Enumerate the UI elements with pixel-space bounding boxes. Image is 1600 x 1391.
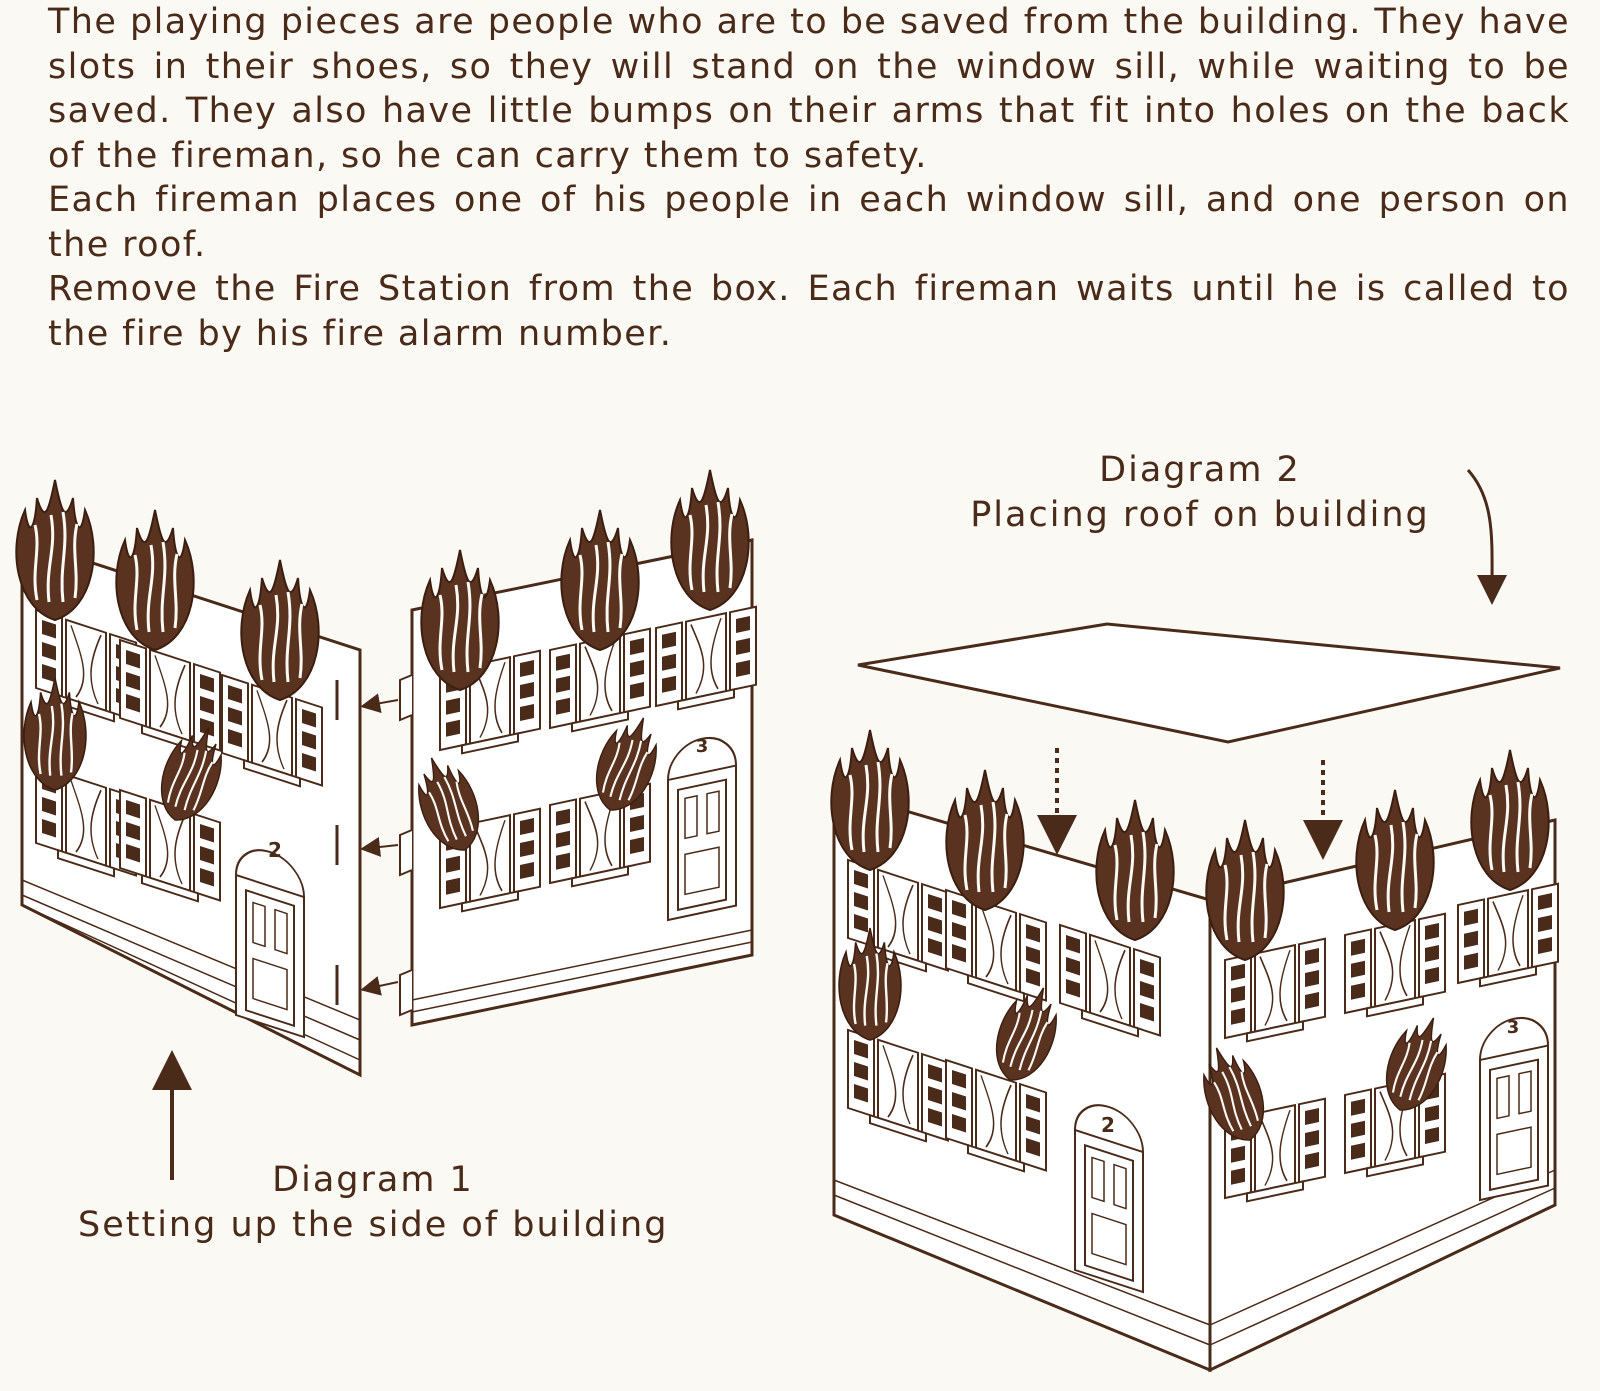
instructions-text: The playing pieces are people who are to… <box>48 0 1570 356</box>
diagram-1-subtitle: Setting up the side of building <box>78 1205 669 1245</box>
flame-icon <box>1094 798 1176 942</box>
diagram-1-caption: Diagram 1 Setting up the side of buildin… <box>78 1158 668 1248</box>
door-3 <box>666 730 738 922</box>
flame-icon <box>559 508 641 652</box>
flame-icon <box>829 728 911 872</box>
diagram-2-illustration: 2 3 <box>829 468 1561 1373</box>
diagram-2-title: Diagram 2 <box>1099 450 1301 490</box>
roof-piece <box>857 622 1561 744</box>
curved-arrow-icon <box>1466 468 1508 605</box>
flame-icon <box>1354 788 1436 932</box>
flame-icon <box>419 548 501 692</box>
flame-icon <box>1469 748 1551 892</box>
flame-icon <box>239 558 321 702</box>
diagram-1-illustration: 2 3 <box>14 468 758 1180</box>
flame-icon <box>14 478 96 622</box>
flame-icon <box>114 508 196 652</box>
diagram-2-caption: Diagram 2 Placing roof on building <box>960 448 1440 538</box>
door-number-3: 3 <box>1507 1017 1520 1038</box>
door-2 <box>234 839 306 1039</box>
diagram-1-title: Diagram 1 <box>272 1160 474 1200</box>
flame-icon <box>1204 818 1286 962</box>
door-number-2: 2 <box>1101 1113 1115 1137</box>
flame-icon <box>944 768 1026 912</box>
instruction-paragraph-2: Each fireman places one of his people in… <box>48 180 1570 265</box>
door-number-2: 2 <box>268 838 282 862</box>
flame-icon <box>669 468 751 612</box>
diagram-2-subtitle: Placing roof on building <box>970 495 1430 535</box>
door-3 <box>1478 1010 1550 1202</box>
instruction-paragraph-1: The playing pieces are people who are to… <box>48 2 1570 176</box>
instruction-paragraph-3: Remove the Fire Station from the box. Ea… <box>48 269 1570 354</box>
door-number-3: 3 <box>696 736 709 757</box>
